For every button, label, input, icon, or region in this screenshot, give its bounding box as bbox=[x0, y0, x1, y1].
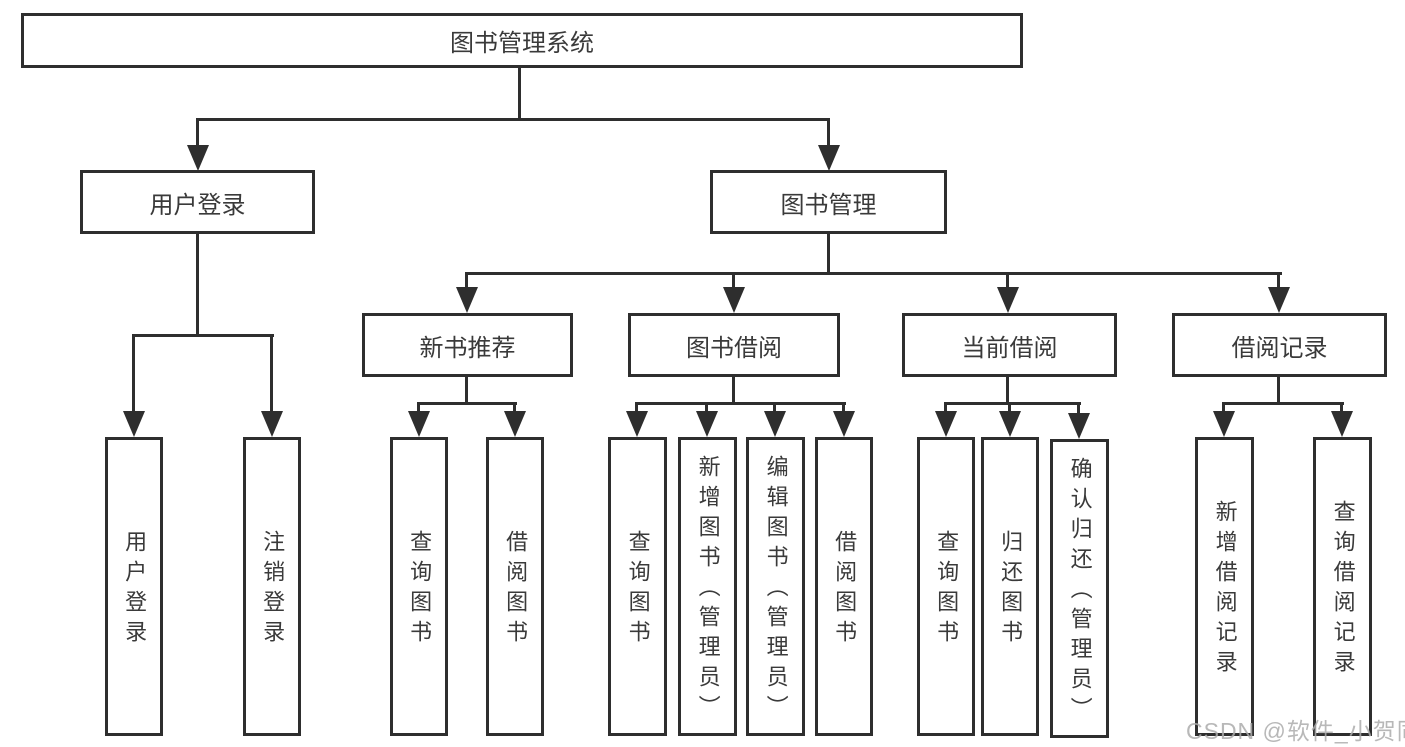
node-book-borrow: 图书借阅 bbox=[628, 313, 840, 377]
leaf-cb-return-books: 归还图书 bbox=[981, 437, 1039, 736]
connector-line bbox=[1222, 402, 1344, 405]
connector-line bbox=[1340, 402, 1343, 414]
leaf-rc-add-record-label: 新增借阅记录 bbox=[1212, 499, 1238, 680]
arrow-down-icon bbox=[187, 145, 209, 171]
connector-line bbox=[132, 334, 135, 414]
arrow-down-icon bbox=[1068, 413, 1090, 439]
leaf-cb-return-books-label: 归还图书 bbox=[998, 529, 1024, 650]
leaf-bw-borrow-books-label: 借阅图书 bbox=[832, 529, 858, 650]
connector-line bbox=[732, 377, 735, 403]
leaf-user-login: 用户登录 bbox=[105, 437, 163, 736]
arrow-down-icon bbox=[833, 411, 855, 437]
node-user-login: 用户登录 bbox=[80, 170, 315, 234]
node-new-book-recommend-label: 新书推荐 bbox=[419, 334, 516, 362]
leaf-rc-query-record-label: 查询借阅记录 bbox=[1330, 499, 1356, 680]
connector-line bbox=[773, 402, 776, 414]
leaf-rc-add-record: 新增借阅记录 bbox=[1195, 437, 1254, 736]
node-root-label: 图书管理系统 bbox=[450, 30, 594, 57]
connector-line bbox=[417, 402, 420, 414]
connector-line bbox=[196, 118, 830, 121]
leaf-nb-query-books-label: 查询图书 bbox=[407, 529, 433, 650]
connector-line bbox=[1006, 377, 1009, 403]
connector-line bbox=[1277, 272, 1280, 290]
arrow-down-icon bbox=[123, 411, 145, 437]
node-book-borrow-label: 图书借阅 bbox=[686, 334, 782, 362]
connector-line bbox=[732, 272, 735, 290]
arrow-down-icon bbox=[1331, 411, 1353, 437]
connector-line bbox=[465, 377, 468, 403]
connector-line bbox=[518, 68, 521, 120]
connector-line bbox=[827, 234, 830, 275]
leaf-logout-label: 注销登录 bbox=[260, 529, 286, 650]
node-borrow-records: 借阅记录 bbox=[1172, 313, 1387, 377]
arrow-down-icon bbox=[504, 411, 526, 437]
connector-line bbox=[842, 402, 845, 414]
leaf-user-login-label: 用户登录 bbox=[122, 529, 148, 650]
arrow-down-icon bbox=[696, 411, 718, 437]
node-book-management-label: 图书管理 bbox=[780, 191, 877, 219]
connector-line bbox=[196, 234, 199, 336]
connector-line bbox=[635, 402, 638, 414]
arrow-down-icon bbox=[1213, 411, 1235, 437]
connector-line bbox=[944, 402, 947, 414]
connector-line bbox=[1006, 272, 1009, 290]
leaf-bw-query-books: 查询图书 bbox=[608, 437, 667, 736]
node-book-management: 图书管理 bbox=[710, 170, 947, 234]
leaf-nb-borrow-books: 借阅图书 bbox=[486, 437, 544, 736]
leaf-cb-confirm-return-admin: 确认归还（管理员） bbox=[1050, 439, 1109, 738]
arrow-down-icon bbox=[999, 411, 1021, 437]
connector-line bbox=[513, 402, 516, 414]
arrow-down-icon bbox=[408, 411, 430, 437]
leaf-bw-edit-books-admin-label: 编辑图书（管理员） bbox=[763, 454, 789, 725]
leaf-bw-query-books-label: 查询图书 bbox=[625, 529, 651, 650]
connector-line bbox=[1277, 377, 1280, 403]
node-root: 图书管理系统 bbox=[21, 13, 1023, 68]
leaf-bw-add-books-admin-label: 新增图书（管理员） bbox=[695, 454, 721, 725]
connector-line bbox=[827, 118, 830, 150]
arrow-down-icon bbox=[626, 411, 648, 437]
connector-line bbox=[1008, 402, 1011, 414]
leaf-nb-borrow-books-label: 借阅图书 bbox=[503, 529, 529, 650]
connector-line bbox=[270, 334, 273, 414]
leaf-nb-query-books: 查询图书 bbox=[390, 437, 448, 736]
connector-line bbox=[465, 272, 468, 290]
arrow-down-icon bbox=[818, 145, 840, 171]
leaf-cb-query-books-label: 查询图书 bbox=[934, 529, 960, 650]
leaf-bw-borrow-books: 借阅图书 bbox=[815, 437, 873, 736]
node-current-borrow: 当前借阅 bbox=[902, 313, 1117, 377]
node-current-borrow-label: 当前借阅 bbox=[961, 334, 1058, 362]
connector-line bbox=[1077, 402, 1080, 414]
arrow-down-icon bbox=[997, 287, 1019, 313]
leaf-rc-query-record: 查询借阅记录 bbox=[1313, 437, 1372, 736]
node-new-book-recommend: 新书推荐 bbox=[362, 313, 573, 377]
connector-line bbox=[705, 402, 708, 414]
connector-line bbox=[944, 402, 1081, 405]
arrow-down-icon bbox=[935, 411, 957, 437]
arrow-down-icon bbox=[456, 287, 478, 313]
connector-line bbox=[1222, 402, 1225, 414]
leaf-cb-confirm-return-admin-label: 确认归还（管理员） bbox=[1067, 456, 1093, 727]
connector-line bbox=[132, 334, 274, 337]
node-borrow-records-label: 借阅记录 bbox=[1231, 334, 1328, 362]
arrow-down-icon bbox=[261, 411, 283, 437]
node-user-login-label: 用户登录 bbox=[149, 191, 246, 219]
connector-line bbox=[196, 118, 199, 150]
arrow-down-icon bbox=[1268, 287, 1290, 313]
arrow-down-icon bbox=[723, 287, 745, 313]
leaf-cb-query-books: 查询图书 bbox=[917, 437, 975, 736]
connector-line bbox=[635, 402, 846, 405]
connector-line bbox=[417, 402, 517, 405]
csdn-watermark: CSDN @软件_小贺同学 bbox=[1186, 718, 1405, 744]
leaf-bw-edit-books-admin: 编辑图书（管理员） bbox=[746, 437, 805, 736]
leaf-logout: 注销登录 bbox=[243, 437, 301, 736]
connector-line bbox=[465, 272, 1282, 275]
leaf-bw-add-books-admin: 新增图书（管理员） bbox=[678, 437, 737, 736]
arrow-down-icon bbox=[764, 411, 786, 437]
